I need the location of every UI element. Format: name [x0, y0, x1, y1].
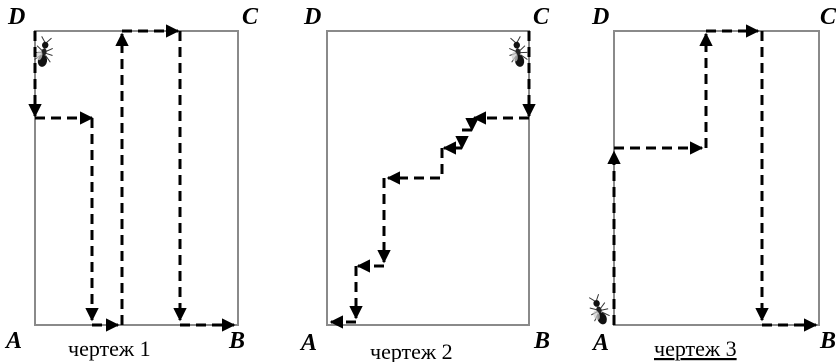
- label-c-3: C: [820, 4, 836, 30]
- label-d-3: D: [591, 4, 609, 30]
- ant-path-2-seg: [455, 128, 472, 150]
- label-a-1: A: [4, 328, 22, 354]
- label-c-1: C: [242, 4, 259, 30]
- rectangle-2: [326, 30, 530, 326]
- label-d-1: D: [7, 4, 25, 30]
- caption-2: чертеж 2: [370, 339, 453, 362]
- caption-3: чертеж 3: [654, 336, 737, 361]
- label-a-3: A: [591, 330, 609, 356]
- label-b-2: B: [533, 328, 550, 354]
- rectangle-3: [613, 30, 820, 326]
- panel-1: D C A B чертеж 1: [4, 4, 259, 361]
- label-a-2: A: [299, 330, 317, 356]
- panel-2: D C A B чертеж 2: [299, 4, 550, 362]
- ant-icon-3: [584, 292, 614, 328]
- ant-path-2-seg: [386, 148, 444, 185]
- label-c-2: C: [533, 4, 550, 30]
- panel-3: D C A B чертеж 3: [584, 4, 836, 361]
- label-b-3: B: [819, 328, 836, 354]
- caption-1: чертеж 1: [68, 336, 151, 361]
- rectangle-1: [34, 30, 239, 326]
- label-d-2: D: [303, 4, 321, 30]
- ant-icon-2: [506, 35, 530, 69]
- label-b-1: B: [228, 328, 245, 354]
